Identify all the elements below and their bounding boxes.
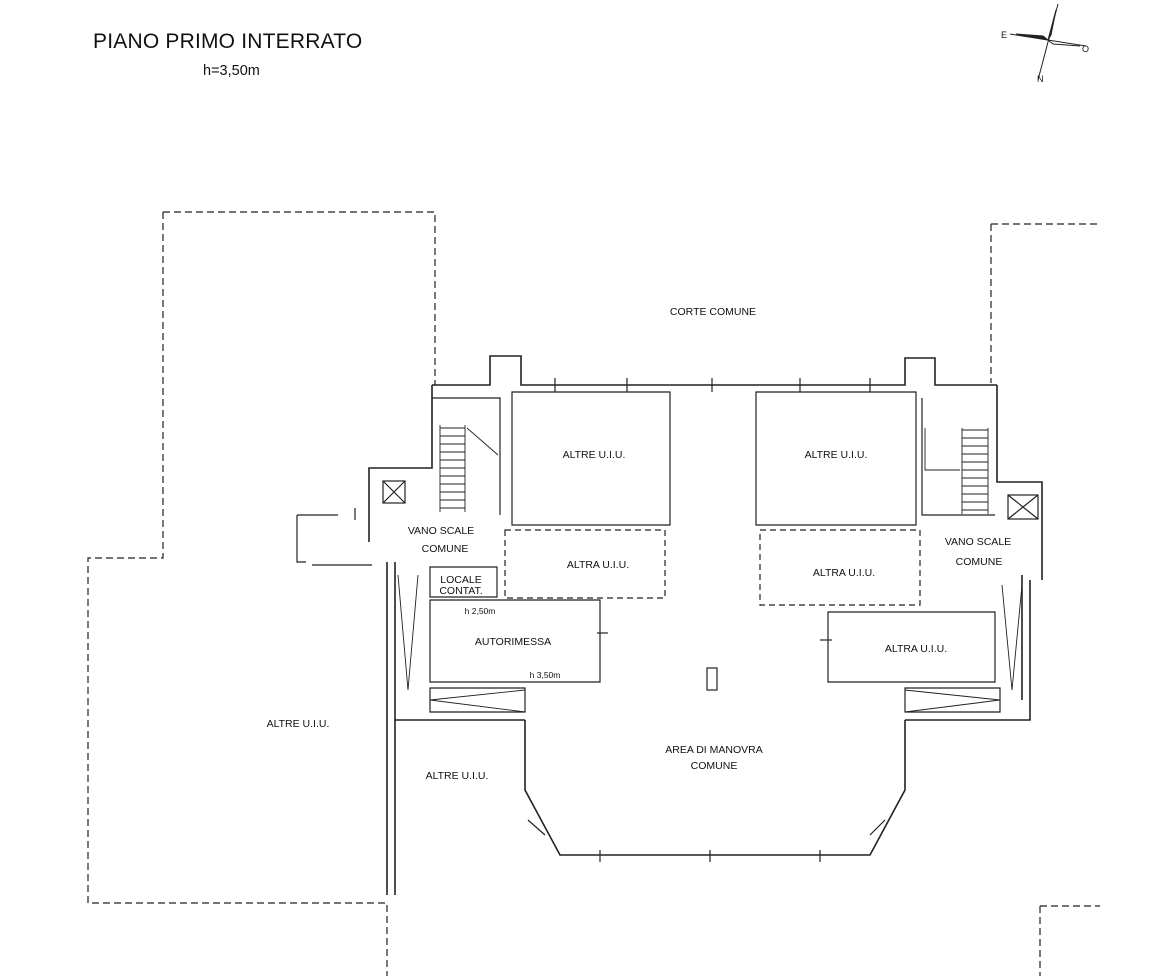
label-vano-scale-left: VANO SCALE bbox=[408, 525, 474, 537]
page-title: PIANO PRIMO INTERRATO bbox=[93, 30, 363, 53]
floor-height-note: h=3,50m bbox=[203, 63, 260, 79]
compass-rose-icon: E O N bbox=[1001, 3, 1089, 84]
label-locale: LOCALE bbox=[440, 574, 481, 586]
lift-shaft-right bbox=[1007, 494, 1039, 520]
wall-ticks bbox=[527, 378, 886, 862]
label-vano-scale-left-comune: COMUNE bbox=[422, 543, 469, 555]
compass-letter-east: O bbox=[1082, 44, 1089, 54]
label-contat: CONTAT. bbox=[439, 585, 482, 597]
column-marker bbox=[706, 667, 718, 691]
label-h-autorimessa-bottom: h 3,50m bbox=[530, 670, 561, 680]
label-altra-uiu-left: ALTRA U.I.U. bbox=[567, 559, 629, 571]
label-altra-uiu-right-lower: ALTRA U.I.U. bbox=[885, 643, 947, 655]
boundary-dashed-lines bbox=[87, 211, 1100, 976]
label-area-manovra-comune: COMUNE bbox=[691, 760, 738, 772]
lift-shaft-left bbox=[382, 480, 406, 504]
label-vano-scale-right: VANO SCALE bbox=[945, 536, 1011, 548]
label-altre-uiu-right-top: ALTRE U.I.U. bbox=[805, 449, 868, 461]
label-autorimessa: AUTORIMESSA bbox=[475, 636, 551, 648]
label-altre-uiu-bottom-left: ALTRE U.I.U. bbox=[426, 770, 489, 782]
left-fragments bbox=[296, 508, 372, 566]
label-corte-comune: CORTE COMUNE bbox=[670, 306, 756, 318]
label-altra-uiu-right: ALTRA U.I.U. bbox=[813, 567, 875, 579]
compass-letter-south: N bbox=[1037, 74, 1044, 84]
room-walls bbox=[429, 391, 1001, 713]
label-vano-scale-right-comune: COMUNE bbox=[956, 556, 1003, 568]
label-altre-uiu-far-left: ALTRE U.I.U. bbox=[267, 718, 330, 730]
building-outline bbox=[368, 355, 1043, 895]
stair-steps-right bbox=[924, 428, 989, 514]
stair-steps-left bbox=[439, 425, 499, 512]
room-labels: CORTE COMUNE ALTRE U.I.U. ALTRE U.I.U. A… bbox=[267, 306, 1012, 782]
label-altre-uiu-left-top: ALTRE U.I.U. bbox=[563, 449, 626, 461]
ramp-marks bbox=[397, 574, 1023, 713]
label-h-autorimessa-top: h 2,50m bbox=[465, 606, 496, 616]
compass-letter-west: E bbox=[1001, 30, 1007, 40]
label-area-manovra: AREA DI MANOVRA bbox=[665, 744, 762, 756]
